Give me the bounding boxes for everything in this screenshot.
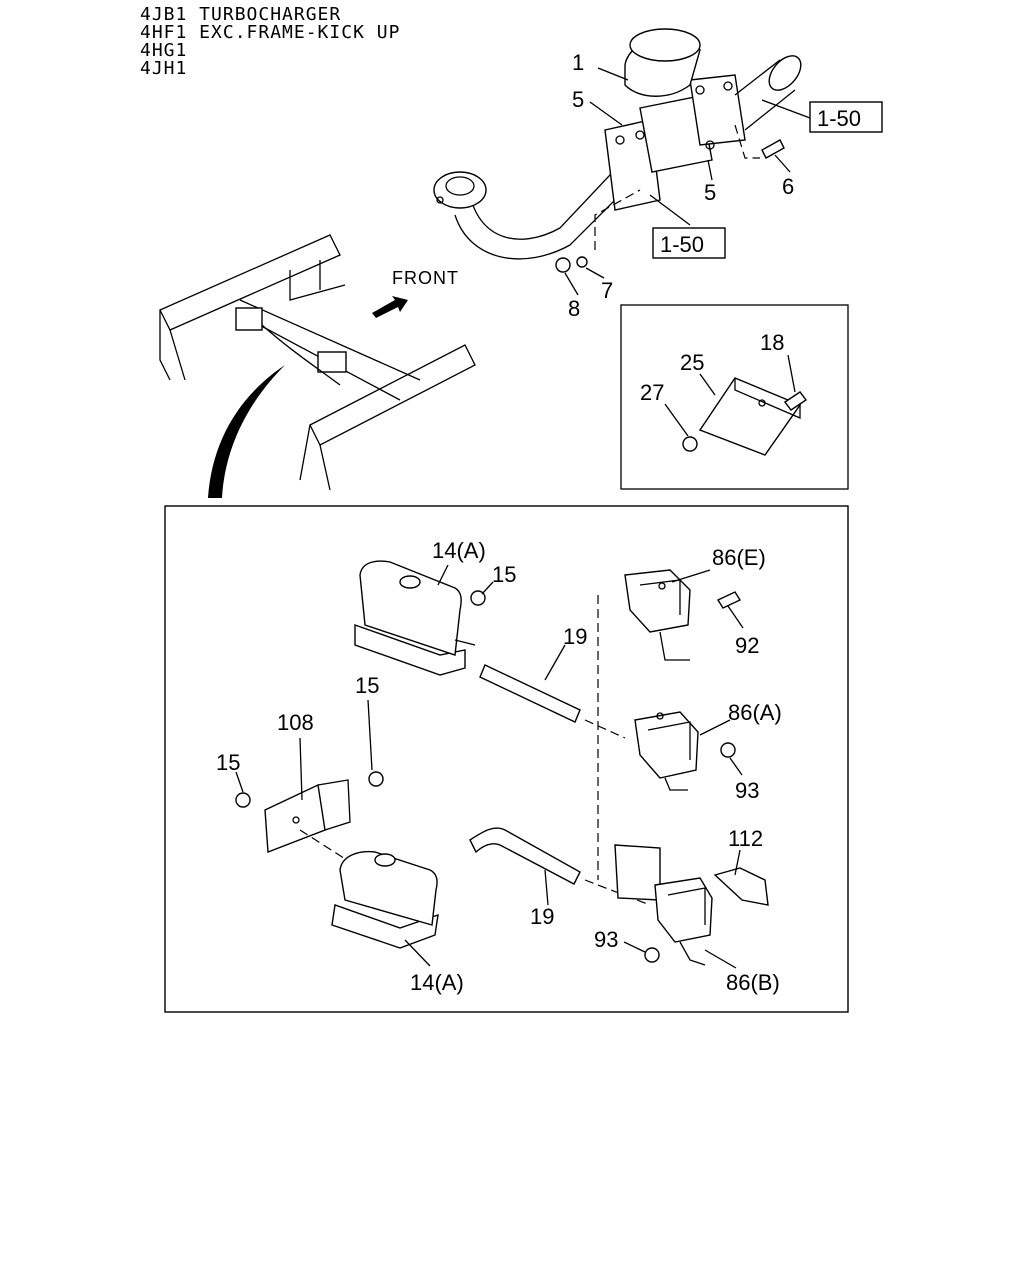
callout-19-top: 19	[563, 624, 587, 649]
callout-14a-top: 14(A)	[432, 538, 486, 563]
exhaust-pipe-assembly: 1 5 5 6 7 8 1-50 1-50	[433, 28, 883, 321]
header-line-1: 4JB1 TURBOCHARGER	[140, 4, 341, 25]
detail-vacuum-system: 14(A) 15 19 86(E) 92 86(A) 93 15 108 15 …	[164, 505, 849, 1013]
valve-86e	[624, 569, 691, 633]
reference-box-1-50-lower	[652, 227, 726, 259]
callout-1: 1	[572, 50, 584, 75]
nut-93-bottom	[644, 947, 660, 963]
vacuum-tank-14a-bottom	[339, 850, 438, 926]
bolt-6	[761, 139, 785, 159]
washer-7	[576, 256, 588, 268]
bolt-18	[783, 391, 808, 411]
tank-base-bottom	[331, 904, 439, 949]
header-line-3: 4HG1	[140, 40, 187, 61]
front-arrow-icon	[372, 296, 408, 318]
pipe-outlet	[768, 55, 802, 91]
callout-112: 112	[728, 826, 763, 851]
callout-6: 6	[782, 174, 794, 199]
bracket-108	[264, 783, 326, 853]
callout-108: 108	[277, 710, 314, 735]
callout-15-top: 15	[492, 562, 516, 587]
inset-bracket-detail: 18 25 27	[620, 304, 849, 490]
reference-1-50-lower: 1-50	[660, 232, 704, 257]
nut-15-mid	[368, 771, 384, 787]
valve-86a	[634, 711, 699, 779]
callout-8: 8	[568, 296, 580, 321]
bracket-112-tab	[713, 867, 769, 906]
callout-86e: 86(E)	[712, 545, 766, 570]
gasket-plate-right	[689, 74, 746, 146]
tank-base-top	[354, 624, 466, 676]
callout-92: 92	[735, 633, 759, 658]
header-line-2: 4HF1 EXC.FRAME-KICK UP	[140, 22, 400, 43]
detail-pointer-arrow	[208, 365, 285, 498]
valve-86b	[654, 877, 713, 943]
detail-frame	[164, 505, 849, 1013]
hose-19-top	[479, 664, 581, 723]
bracket-25	[698, 377, 802, 456]
tank-cap-top	[399, 575, 421, 589]
overview-vacuum-tank	[235, 307, 263, 331]
callout-93-top: 93	[735, 778, 759, 803]
callout-27: 27	[640, 380, 664, 405]
brake-valve-body	[639, 95, 713, 173]
callout-86a: 86(A)	[728, 700, 782, 725]
nut-93-top	[720, 742, 736, 758]
vacuum-tank-14a-top	[359, 560, 462, 656]
tank-cap-bottom	[374, 853, 396, 867]
nut-15-left	[235, 792, 251, 808]
frame-rail-right	[309, 344, 476, 446]
nut-27	[682, 436, 698, 452]
callout-5-lower: 5	[704, 180, 716, 205]
overview-valve	[317, 351, 347, 373]
callout-15-left: 15	[216, 750, 240, 775]
reference-1-50-upper: 1-50	[817, 106, 861, 131]
callout-25: 25	[680, 350, 704, 375]
frame-rail-left	[159, 234, 341, 331]
callout-86b: 86(B)	[726, 970, 780, 995]
reference-box-1-50-upper	[809, 101, 883, 133]
nut-15-top	[470, 590, 486, 606]
callout-18: 18	[760, 330, 784, 355]
chassis-overview: FRONT	[159, 234, 476, 498]
header: 4JB1 TURBOCHARGER 4HF1 EXC.FRAME-KICK UP…	[140, 4, 400, 79]
front-label: FRONT	[392, 268, 459, 288]
nut-8	[555, 257, 571, 273]
callout-7: 7	[601, 278, 613, 303]
callout-15-mid: 15	[355, 673, 379, 698]
callout-93-bottom: 93	[594, 927, 618, 952]
bolt-92	[716, 591, 742, 609]
callout-5-upper: 5	[572, 87, 584, 112]
inset-frame	[620, 304, 849, 490]
callout-14a-bottom: 14(A)	[410, 970, 464, 995]
header-line-4: 4JH1	[140, 58, 187, 79]
cross-member	[239, 299, 421, 381]
hose-19-bottom	[469, 827, 581, 885]
bracket-112	[614, 844, 661, 901]
callout-19-bottom: 19	[530, 904, 554, 929]
pipe-inlet-flange	[433, 171, 487, 209]
